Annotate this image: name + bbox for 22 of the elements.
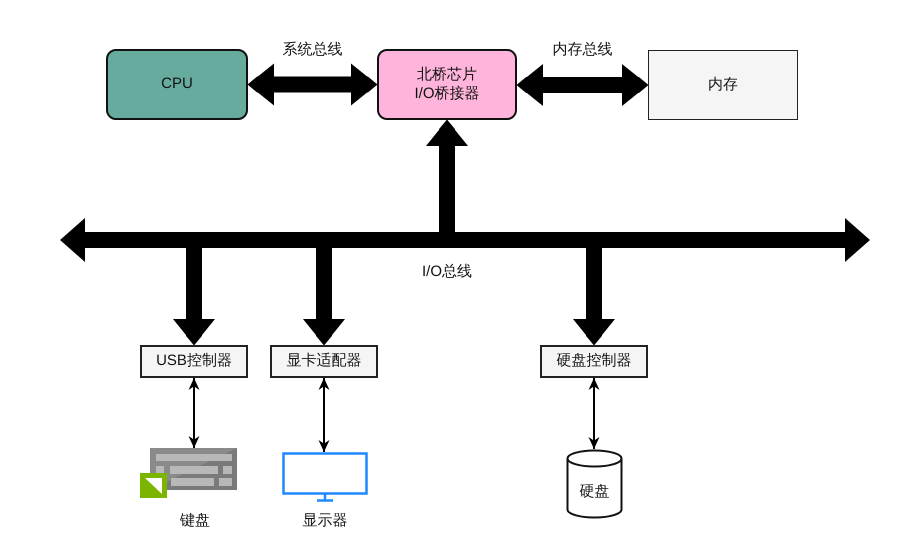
disk-cylinder: 硬盘 xyxy=(566,449,623,519)
chip-box: 北桥芯片 I/O桥接器 xyxy=(377,49,517,120)
icon-label: 键盘 xyxy=(178,512,212,530)
arrow xyxy=(248,64,377,106)
arrow xyxy=(426,120,468,232)
controller-box: 显卡适配器 xyxy=(270,345,378,378)
arrow xyxy=(573,248,615,345)
icon-label: 显示器 xyxy=(300,512,350,530)
controller-box: 硬盘控制器 xyxy=(540,345,648,378)
arrow xyxy=(173,248,215,345)
arrow xyxy=(188,378,200,448)
process-box: CPU xyxy=(106,49,248,120)
edge-label: 系统总线 xyxy=(280,40,344,58)
controller-box: USB控制器 xyxy=(140,345,248,378)
arrow xyxy=(588,378,600,449)
bus-label: I/O总线 xyxy=(420,263,474,281)
arrow xyxy=(318,378,330,452)
memory-box: 内存 xyxy=(648,50,798,120)
edge-label: 内存总线 xyxy=(550,41,614,59)
bus-bar xyxy=(60,218,870,262)
arrow xyxy=(517,64,648,106)
arrow xyxy=(303,248,345,345)
